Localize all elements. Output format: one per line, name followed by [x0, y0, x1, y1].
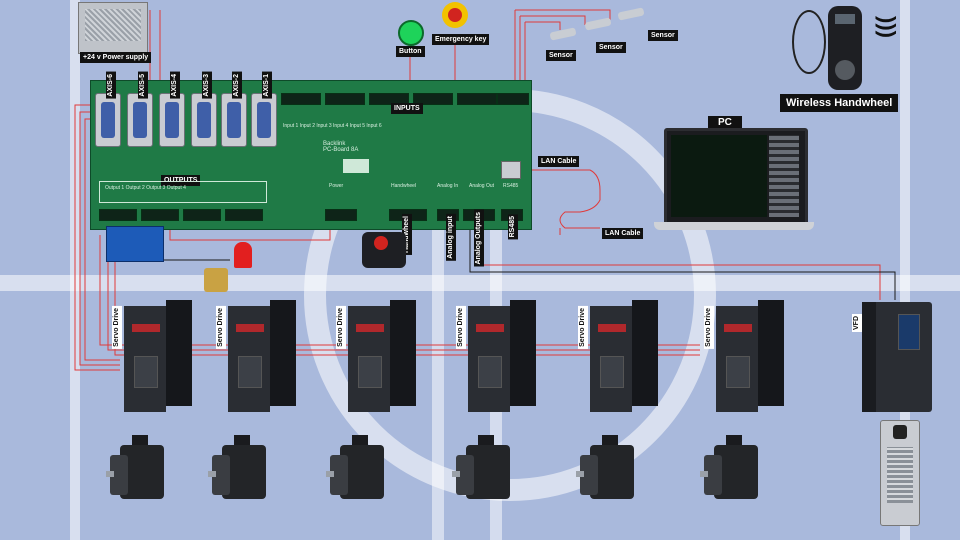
analog-outputs-label: Analog Outputs [474, 210, 484, 267]
input-terminal-block [413, 93, 453, 105]
axis-label-6: AXIS-6 [106, 72, 116, 99]
solenoid-valve [204, 268, 228, 292]
sensor-label-2: Sensor [596, 42, 626, 53]
laptop-screen [664, 128, 808, 226]
cnc-software-view [671, 135, 767, 217]
input-terminal-block [325, 93, 365, 105]
power-terminal-block [325, 209, 357, 221]
axis-2-connector [221, 93, 247, 147]
board-title: Backlink PC-Board 8A [323, 141, 359, 153]
power-supply [78, 2, 148, 54]
inputs-label: INPUTS [391, 103, 423, 114]
lan-cable-label-2: LAN Cable [602, 228, 644, 239]
vfd-label: VFD [852, 314, 862, 332]
board-rs485-text: RS485 [503, 183, 519, 189]
outputs-caption-box [99, 181, 267, 203]
cnc-software-panel [769, 135, 799, 217]
servo-drive-1 [124, 300, 194, 412]
servo-drive-4 [468, 300, 538, 412]
analog-input-label: Analog input [446, 214, 456, 261]
servo-motor-1 [106, 435, 166, 505]
axis-3-connector [191, 93, 217, 147]
lan-cable-label-1: LAN Cable [538, 156, 580, 167]
servo-drive-3 [348, 300, 418, 412]
servo-drive-6 [716, 300, 786, 412]
output-terminal-block [225, 209, 263, 221]
pc-label: PC [708, 116, 742, 130]
board-display [343, 159, 369, 173]
input-terminal-block [281, 93, 321, 105]
input-terminal-block [497, 93, 529, 105]
power-supply-label: +24 v Power supply [80, 52, 152, 63]
power-supply-vents [85, 9, 141, 41]
laptop-base [654, 222, 814, 230]
spindle-connector [893, 425, 907, 439]
sensor-label-3: Sensor [648, 30, 678, 41]
board-power-text: Power [329, 183, 344, 189]
wireless-handwheel-device [828, 6, 862, 90]
board-handwheel-text: Handwheel [391, 183, 417, 189]
board-analog-in-text: Analog In [437, 183, 459, 189]
axis-6-connector [95, 93, 121, 147]
handwheel-screen [835, 14, 855, 24]
output-terminal-block [141, 209, 179, 221]
vfd-side [862, 302, 876, 412]
relay-module [106, 226, 164, 262]
lan-port [501, 161, 521, 179]
warning-lamp-icon [234, 242, 252, 268]
servo-motor-5 [576, 435, 636, 505]
emergency-stop-icon [442, 2, 468, 28]
servo-drive-2 [228, 300, 298, 412]
spindle-motor [880, 420, 920, 526]
servo-drive-label-2: Servo Drive [216, 306, 226, 349]
button-label: Button [396, 46, 425, 57]
axis-4-connector [159, 93, 185, 147]
servo-drive-label-1: Servo Drive [112, 306, 122, 349]
vfd-keypad [898, 314, 920, 350]
handwheel-cable [792, 10, 826, 74]
wireless-handwheel-label: Wireless Handwheel [780, 94, 899, 112]
output-terminal-block [183, 209, 221, 221]
servo-motor-4 [452, 435, 512, 505]
axis-label-4: AXIS-4 [170, 72, 180, 99]
emergency-stop-cap [448, 8, 462, 22]
sensor-label-1: Sensor [546, 50, 576, 61]
servo-motor-3 [326, 435, 386, 505]
servo-motor-2 [208, 435, 268, 505]
wifi-icon: ))) [874, 16, 900, 38]
green-button-icon [398, 20, 424, 46]
output-terminal-block [99, 209, 137, 221]
input-terminal-block [457, 93, 497, 105]
servo-drive-label-3: Servo Drive [336, 306, 346, 349]
servo-drive-5 [590, 300, 660, 412]
input-terminal-block [369, 93, 409, 105]
axis-label-2: AXIS-2 [232, 72, 242, 99]
servo-motor-6 [700, 435, 760, 505]
servo-drive-label-5: Servo Drive [578, 306, 588, 349]
rs485-label: RS485 [508, 214, 518, 240]
board-analog-out-text: Analog Out [469, 183, 495, 189]
axis-label-1: AXIS-1 [262, 72, 272, 99]
axis-label-3: AXIS-3 [202, 72, 212, 99]
spindle-fins [887, 447, 913, 503]
servo-drive-label-6: Servo Drive [704, 306, 714, 349]
vfd-unit [862, 302, 932, 412]
mpg-dial [374, 236, 388, 250]
axis-1-connector [251, 93, 277, 147]
mpg-pendant [362, 232, 406, 268]
outputs-label: OUTPUTS [161, 175, 201, 186]
board-inputs-caption: Input 1 Input 2 Input 3 Input 4 Input 5 … [283, 123, 382, 129]
board-outputs-caption: Output 1 Output 2 Output 3 Output 4 [105, 185, 186, 191]
controller-board: INPUTS Backlink PC-Board 8A Input 1 Inpu… [90, 80, 532, 230]
servo-drive-label-4: Servo Drive [456, 306, 466, 349]
handwheel-dial [835, 60, 855, 80]
emergency-key-label: Emergency key [432, 34, 490, 45]
axis-label-5: AXIS-5 [138, 72, 148, 99]
axis-5-connector [127, 93, 153, 147]
